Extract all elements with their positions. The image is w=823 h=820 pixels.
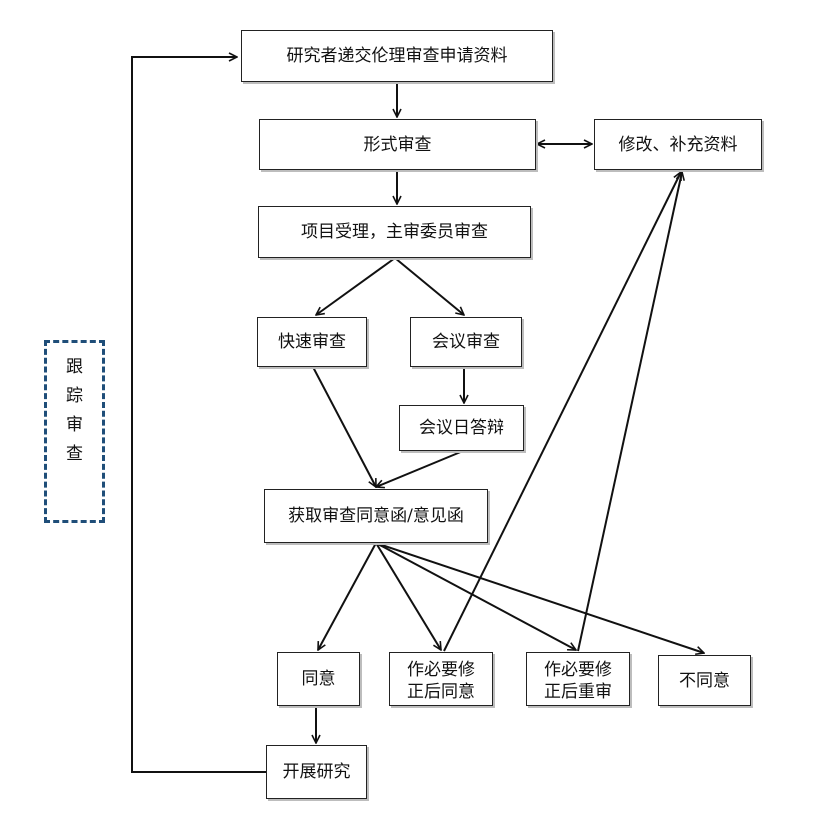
node-disapprove-label: 不同意 <box>679 670 730 691</box>
tracking-review-label: 跟 踪 审 查 <box>47 353 102 469</box>
tracking-char-1: 跟 <box>66 357 83 377</box>
node-start-research: 开展研究 <box>266 745 367 799</box>
arrow-approve-after-revision-to-revise <box>443 172 682 652</box>
tracking-char-3: 审 <box>66 415 83 435</box>
tracking-char-2: 踪 <box>66 386 83 406</box>
node-revise-supplement-label: 修改、补充资料 <box>618 134 738 155</box>
node-formal-review-label: 形式审查 <box>363 134 432 155</box>
node-meeting-review-label: 会议审查 <box>432 332 500 352</box>
tracking-char-4: 查 <box>66 444 83 464</box>
node-accept-review-label: 项目受理，主审委员审查 <box>301 222 488 242</box>
node-formal-review: 形式审查 <box>259 119 536 170</box>
node-meeting-defense: 会议日答辩 <box>399 405 524 451</box>
arrow-accept-to-meeting <box>394 257 464 315</box>
node-meeting-defense-label: 会议日答辩 <box>419 418 504 438</box>
node-accept-review: 项目受理，主审委员审查 <box>258 206 531 258</box>
arrow-letter-to-resubmit <box>375 542 576 651</box>
node-resubmit-after-revision: 作必要修正后重审 <box>526 652 630 706</box>
node-revise-supplement: 修改、补充资料 <box>594 119 762 170</box>
arrow-defense-to-letter <box>376 450 464 487</box>
node-start-research-label: 开展研究 <box>282 762 351 782</box>
node-get-letter: 获取审查同意函/意见函 <box>264 489 488 543</box>
arrow-letter-to-approve <box>317 542 377 650</box>
arrow-letter-to-approve-after-revision <box>375 542 441 650</box>
node-submit: 研究者递交伦理审查申请资料 <box>241 30 553 82</box>
node-approve-label: 同意 <box>301 669 336 689</box>
node-approve-after-revision-label: 作必要修正后同意 <box>407 660 475 702</box>
arrow-letter-to-disapprove <box>375 542 704 653</box>
node-meeting-review: 会议审查 <box>410 317 522 367</box>
node-approve-after-revision: 作必要修正后同意 <box>389 652 493 706</box>
arrow-expedited-to-letter <box>312 366 377 487</box>
node-approve: 同意 <box>277 652 360 706</box>
node-disapprove: 不同意 <box>658 655 751 706</box>
arrow-tracking-feedback-loop <box>131 57 266 773</box>
node-resubmit-after-revision-label: 作必要修正后重审 <box>544 660 612 702</box>
arrow-resubmit-to-revise <box>577 172 682 652</box>
node-submit-label: 研究者递交伦理审查申请资料 <box>286 46 508 66</box>
node-expedited-review: 快速审查 <box>257 317 367 367</box>
arrow-accept-to-expedited <box>316 257 396 315</box>
tracking-review-box: 跟 踪 审 查 <box>44 340 105 523</box>
node-expedited-review-label: 快速审查 <box>278 332 346 352</box>
node-get-letter-label: 获取审查同意函/意见函 <box>288 506 464 526</box>
